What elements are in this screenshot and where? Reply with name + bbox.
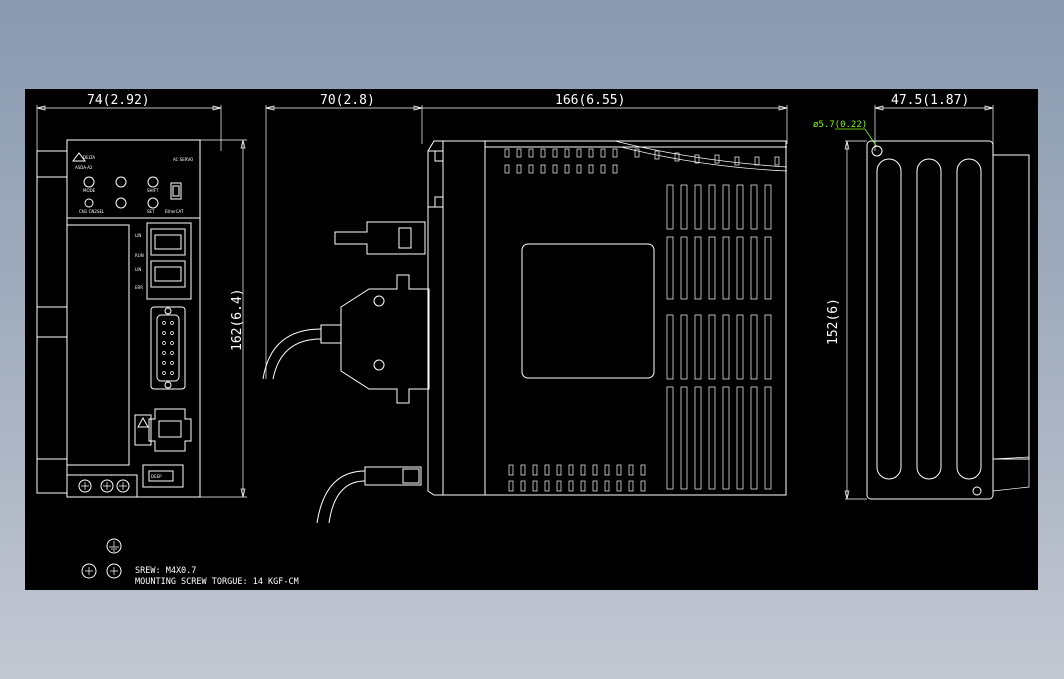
svg-text:ASDA-A2: ASDA-A2 xyxy=(75,165,93,170)
svg-text:AC SERVO: AC SERVO xyxy=(173,157,193,162)
svg-text:EtherCAT: EtherCAT xyxy=(165,209,184,214)
screw-head-icon xyxy=(81,563,122,579)
svg-text:RUN: RUN xyxy=(135,253,144,258)
dim-side-depth: 166(6.55) xyxy=(555,93,625,108)
cad-viewport[interactable]: 74(2.92) 162(6.4) DELTA ASDA-A2 AC SERVO… xyxy=(25,89,1038,590)
notes-block: SREW: M4X0.7 MOUNTING SCREW TORGUE: 14 K… xyxy=(81,538,299,587)
side-view: 70(2.8) 166(6.55) xyxy=(262,93,788,524)
bottom-vents xyxy=(508,464,646,492)
svg-text:SHIFT: SHIFT xyxy=(147,188,159,193)
top-vents xyxy=(504,148,780,174)
svg-text:MODE: MODE xyxy=(83,188,96,193)
svg-text:LIN: LIN xyxy=(135,233,141,238)
svg-text:LIN: LIN xyxy=(135,267,141,272)
svg-text:DEEP: DEEP xyxy=(151,474,162,479)
side-vent-columns xyxy=(666,184,772,490)
note-screw: SREW: M4X0.7 xyxy=(135,566,196,576)
db-pins xyxy=(162,321,174,375)
drawing-canvas: 74(2.92) 162(6.4) DELTA ASDA-A2 AC SERVO… xyxy=(36,93,1030,587)
svg-text:SET: SET xyxy=(147,209,155,214)
dim-rear-width: 47.5(1.87) xyxy=(891,93,969,108)
note-torque: MOUNTING SCREW TORGUE: 14 KGF-CM xyxy=(135,577,299,587)
ground-symbol-icon xyxy=(106,538,122,554)
dim-connector-depth: 70(2.8) xyxy=(320,93,375,108)
svg-text:DELTA: DELTA xyxy=(83,155,95,160)
dim-front-height: 162(6.4) xyxy=(230,288,245,351)
svg-text:CN1 CN2SEL: CN1 CN2SEL xyxy=(79,209,105,214)
svg-text:ERR: ERR xyxy=(135,285,143,290)
rear-view: 47.5(1.87) 152(6) ø5.7(0.22) xyxy=(813,93,1030,500)
warning-triangle-icon xyxy=(137,416,149,428)
dim-front-width: 74(2.92) xyxy=(87,93,150,108)
front-view: 74(2.92) 162(6.4) DELTA ASDA-A2 AC SERVO… xyxy=(36,93,247,498)
dim-hole-diameter: ø5.7(0.22) xyxy=(813,120,867,130)
dim-rear-height: 152(6) xyxy=(826,298,841,345)
